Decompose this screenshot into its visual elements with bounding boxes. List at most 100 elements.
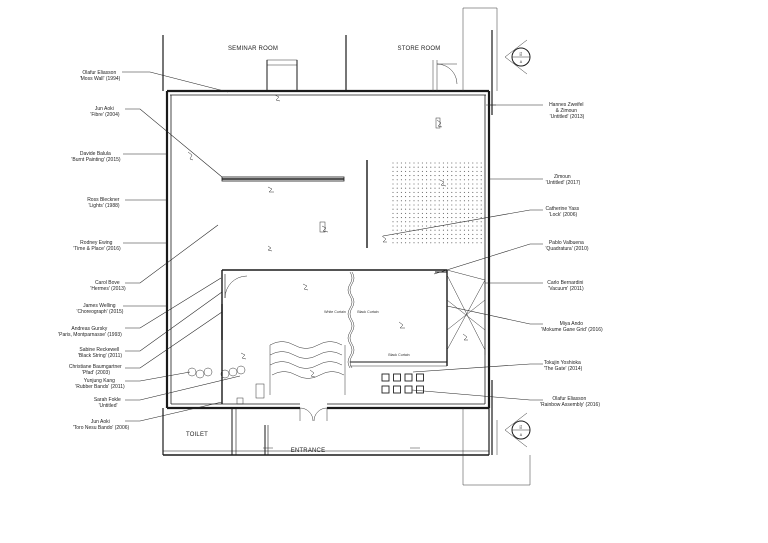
grid-dot bbox=[400, 170, 402, 172]
grid-dot bbox=[413, 242, 415, 244]
grid-dot bbox=[442, 200, 444, 202]
artwork-labels-left: Olafur Eliasson 'Moss Wall' (1994) Jun A… bbox=[58, 70, 129, 431]
grid-dot bbox=[405, 242, 407, 244]
visitor-figures bbox=[187, 94, 468, 378]
grid-dot bbox=[442, 204, 444, 206]
room-label-entrance: ENTRANCE bbox=[291, 448, 326, 454]
grid-dot bbox=[447, 208, 449, 210]
grid-dot bbox=[480, 191, 482, 193]
grid-dot bbox=[472, 204, 474, 206]
grid-dot bbox=[405, 208, 407, 210]
grid-dot bbox=[442, 233, 444, 235]
outer-walls bbox=[162, 7, 531, 486]
grid-dot bbox=[451, 225, 453, 227]
grid-dot bbox=[447, 170, 449, 172]
grid-dot bbox=[451, 229, 453, 231]
grid-dot bbox=[451, 217, 453, 219]
grid-dot bbox=[463, 229, 465, 231]
grid-dot bbox=[421, 229, 423, 231]
grid-dot bbox=[396, 238, 398, 240]
grid-dot bbox=[468, 233, 470, 235]
box-grid bbox=[381, 373, 424, 394]
grid-dot bbox=[463, 204, 465, 206]
grid-dot bbox=[447, 233, 449, 235]
grid-dot bbox=[459, 208, 461, 210]
grid-dot bbox=[480, 200, 482, 202]
grid-dot bbox=[417, 217, 419, 219]
grid-dot bbox=[463, 212, 465, 214]
grid-dot bbox=[451, 212, 453, 214]
grid-dot bbox=[421, 212, 423, 214]
grid-dot bbox=[476, 221, 478, 223]
grid-dot bbox=[392, 204, 394, 206]
grid-dot bbox=[417, 170, 419, 172]
black-curtain-label-bottom: Black Curtain bbox=[388, 353, 409, 357]
grid-dot bbox=[417, 204, 419, 206]
grid-dot bbox=[426, 242, 428, 244]
grid-dot bbox=[442, 212, 444, 214]
grid-dot bbox=[459, 179, 461, 181]
grid-dot bbox=[459, 242, 461, 244]
artwork-label: Davide Balula 'Burnt Painting' (2015) bbox=[71, 151, 120, 163]
grid-dot bbox=[451, 170, 453, 172]
grid-dot bbox=[400, 238, 402, 240]
grid-dot bbox=[413, 221, 415, 223]
grid-dot bbox=[459, 191, 461, 193]
white-curtain bbox=[347, 271, 353, 369]
grid-dot bbox=[459, 225, 461, 227]
grid-dot bbox=[472, 175, 474, 177]
grid-dot bbox=[438, 229, 440, 231]
grid-dot bbox=[463, 208, 465, 210]
grid-dot bbox=[434, 233, 436, 235]
curved-line-installation bbox=[269, 341, 346, 395]
grid-dot bbox=[447, 242, 449, 244]
grid-dot bbox=[409, 212, 411, 214]
artwork-label: Jun Aoki 'Fibre' (2004) bbox=[90, 106, 119, 118]
room-label-toilet: TOILET bbox=[186, 432, 208, 438]
grid-dot bbox=[468, 212, 470, 214]
grid-dot bbox=[417, 191, 419, 193]
grid-dot bbox=[480, 204, 482, 206]
grid-dot bbox=[438, 233, 440, 235]
grid-dot bbox=[468, 196, 470, 198]
grid-dot bbox=[480, 238, 482, 240]
grid-dot bbox=[459, 217, 461, 219]
grid-dot bbox=[468, 225, 470, 227]
grid-dot bbox=[463, 187, 465, 189]
grid-dot bbox=[396, 225, 398, 227]
grid-dot bbox=[455, 196, 457, 198]
grid-dot bbox=[400, 229, 402, 231]
grid-dot bbox=[459, 204, 461, 206]
grid-dot bbox=[459, 200, 461, 202]
grid-dot bbox=[451, 179, 453, 181]
grid-dot bbox=[392, 179, 394, 181]
grid-dot bbox=[400, 179, 402, 181]
grid-dot bbox=[430, 242, 432, 244]
section-marker-top: 01 A bbox=[504, 39, 531, 75]
grid-dot bbox=[426, 191, 428, 193]
artwork-label: James Welling 'Choreograph' (2015) bbox=[77, 303, 124, 315]
grid-dot bbox=[405, 225, 407, 227]
grid-dot bbox=[442, 221, 444, 223]
grid-dot bbox=[472, 191, 474, 193]
grid-dot bbox=[430, 217, 432, 219]
grid-dot bbox=[476, 242, 478, 244]
grid-dot bbox=[451, 208, 453, 210]
grid-dot bbox=[405, 187, 407, 189]
grid-dot bbox=[400, 225, 402, 227]
grid-dot bbox=[442, 238, 444, 240]
grid-dot bbox=[430, 162, 432, 164]
grid-dot bbox=[442, 217, 444, 219]
grid-dot bbox=[426, 204, 428, 206]
grid-dot bbox=[468, 187, 470, 189]
grid-dot bbox=[409, 175, 411, 177]
grid-dot bbox=[409, 225, 411, 227]
grid-dot bbox=[476, 183, 478, 185]
grid-dot bbox=[400, 183, 402, 185]
grid-dot bbox=[396, 221, 398, 223]
grid-dot bbox=[455, 221, 457, 223]
grid-dot bbox=[447, 183, 449, 185]
dot-grid-installation bbox=[392, 162, 482, 244]
grid-dot bbox=[463, 179, 465, 181]
